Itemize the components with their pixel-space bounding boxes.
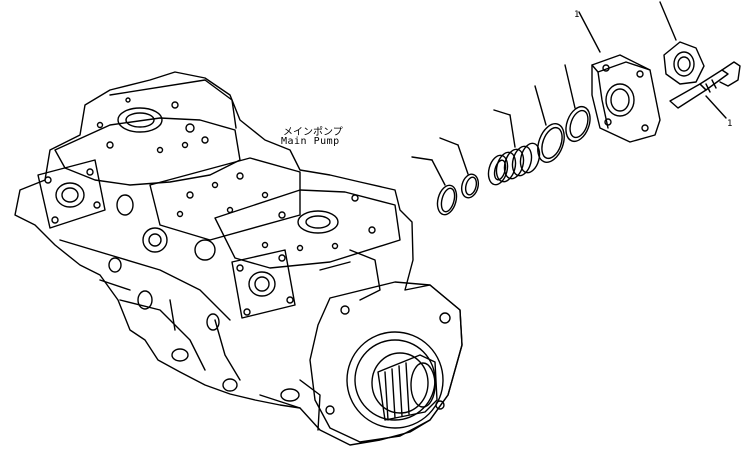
nut [660,2,704,84]
main-pump-body [15,72,462,445]
svg-text:1: 1 [574,10,579,20]
o-ring-mid [440,138,481,200]
o-ring-large-1 [533,86,569,166]
spring [485,110,542,187]
main-pump-label-jp: メインポンプ [283,127,343,138]
o-ring-large-2 [562,65,595,145]
svg-text:1: 1 [727,119,732,129]
main-pump-label-en: Main Pump [281,136,340,147]
o-ring-small [412,157,460,217]
bolt: 1 [670,62,740,129]
flange-plate: 1 [574,10,660,142]
